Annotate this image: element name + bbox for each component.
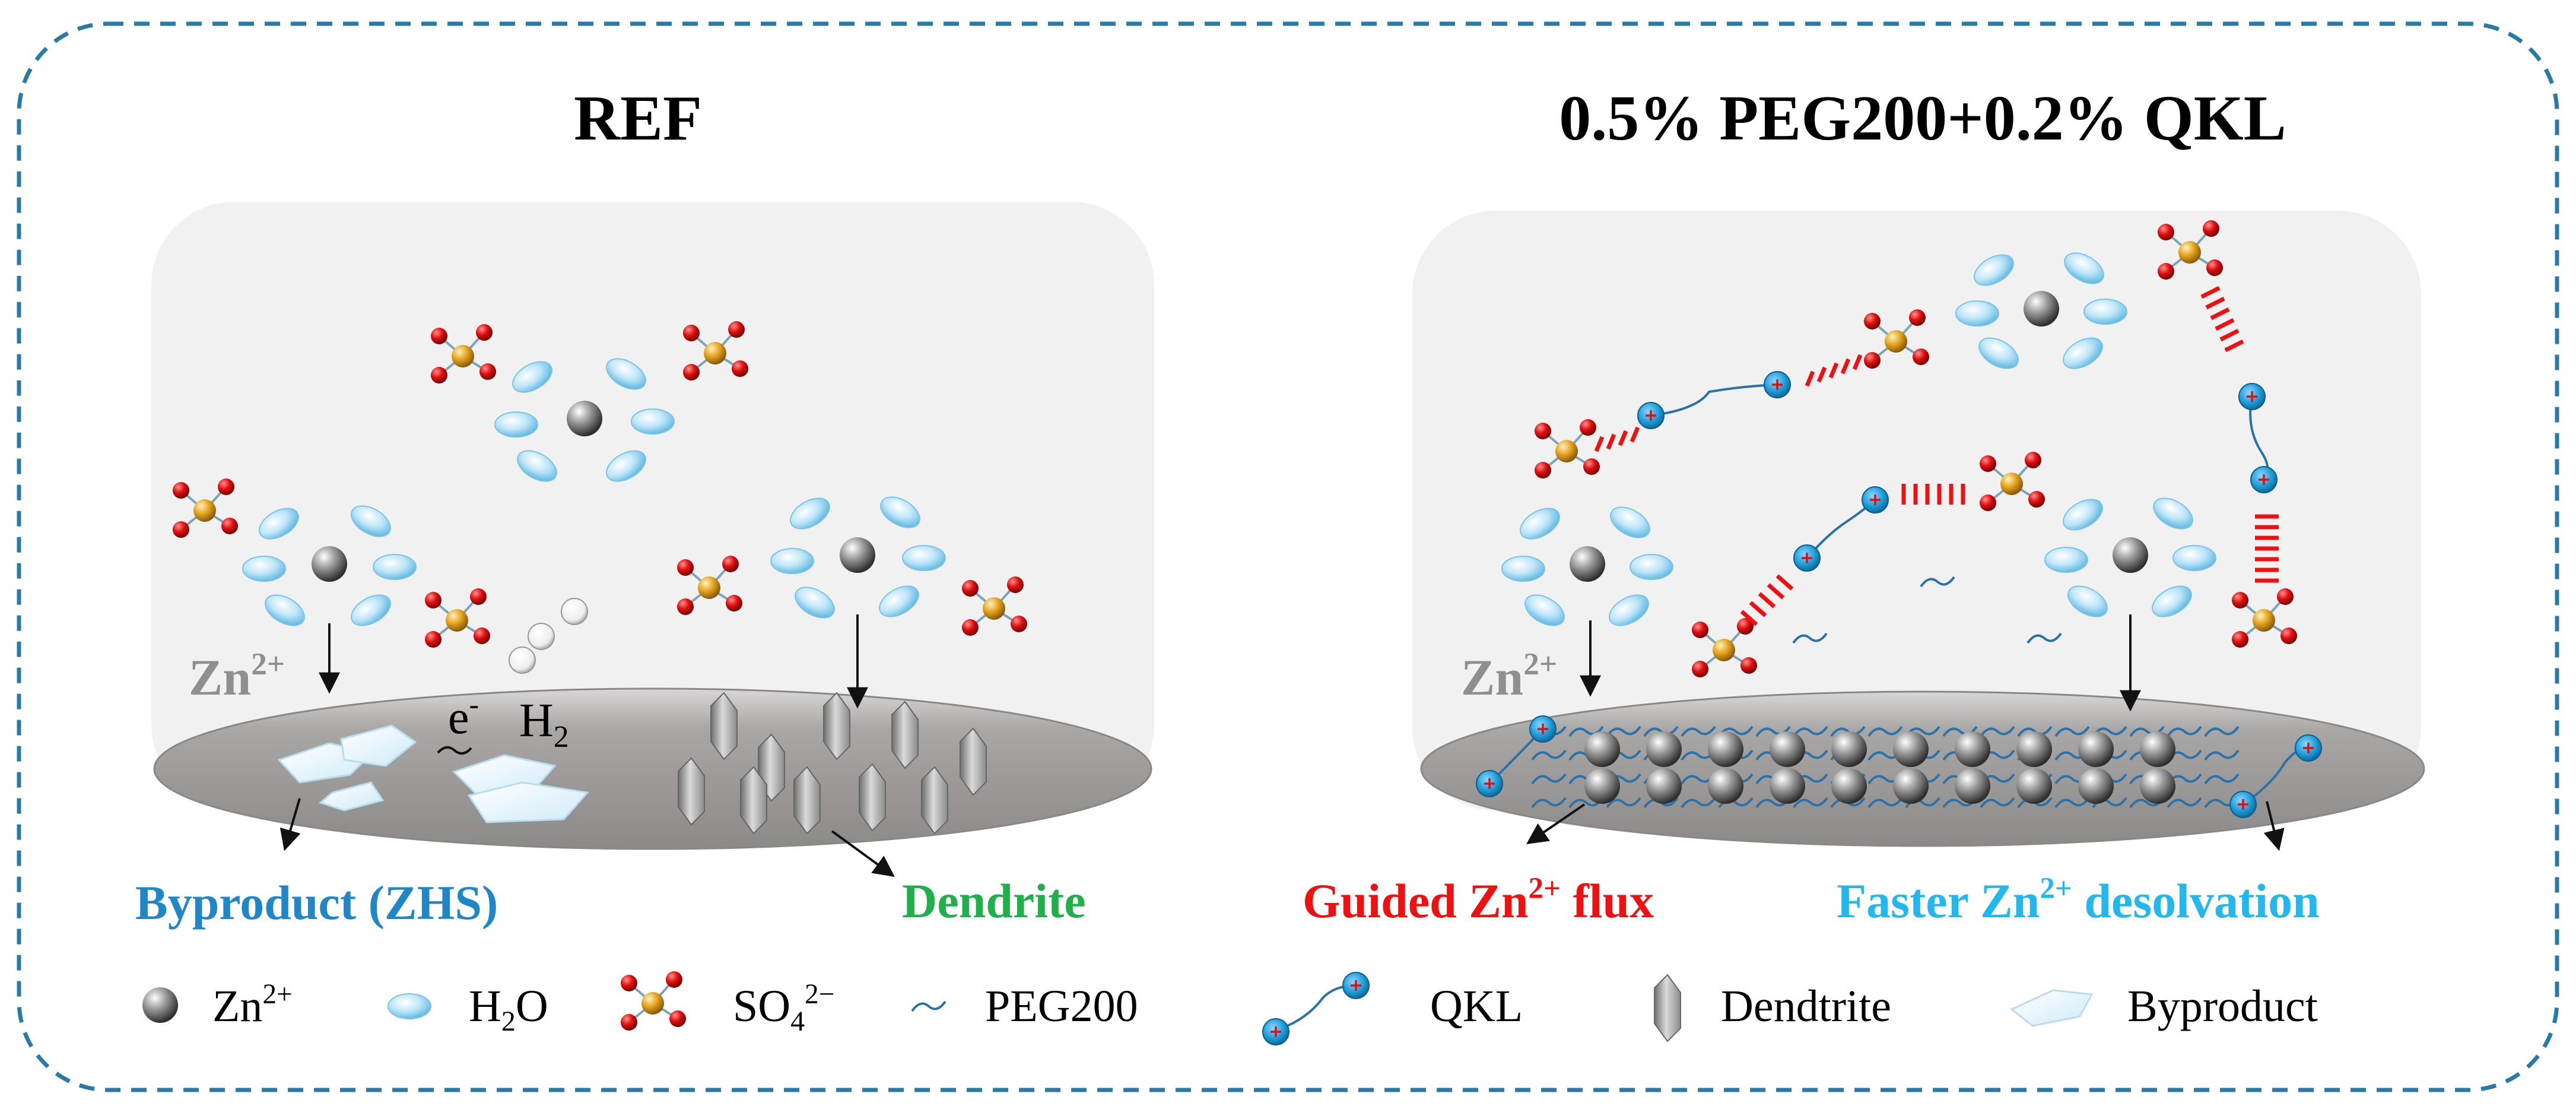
- deposited-zn-atom: [1893, 731, 1929, 767]
- right-zn-ion-label: Zn2+: [1461, 646, 1557, 706]
- deposited-zn-atom: [1770, 731, 1805, 767]
- deposited-zn-atom: [2078, 731, 2114, 767]
- electron-label: e-: [448, 688, 479, 744]
- electron-wave-icon: [437, 746, 472, 755]
- legend-dendrite-label: Dendtrite: [1721, 981, 1891, 1031]
- peg-chain-icon: [911, 1000, 946, 1012]
- deposited-zn-atom: [2140, 768, 2175, 804]
- dendrite-icon: [1654, 974, 1681, 1042]
- deposited-zn-atom: [1708, 768, 1743, 804]
- deposited-zn-atom: [1646, 768, 1682, 804]
- deposited-zn-atom: [1770, 768, 1805, 804]
- legend-zn-label: Zn2+: [212, 979, 293, 1031]
- right-panel-background: [1412, 211, 2421, 810]
- right-zn-electrode: [1420, 690, 2425, 847]
- legend-so4-label: SO42−: [733, 979, 834, 1037]
- qkl-on-electrode-right: [2229, 734, 2323, 819]
- byproduct-pointer-arrow: [279, 798, 301, 851]
- faster-desolvation-caption: Faster Zn2+ desolvation: [1837, 872, 2320, 928]
- zn-ion-icon: [142, 987, 178, 1023]
- qkl-icon: [1262, 971, 1370, 1046]
- byproduct-flakes: [277, 724, 589, 823]
- qkl-chain-right: [2200, 286, 2279, 583]
- deposited-zn-atom: [1955, 768, 1990, 804]
- legend-h2o-label: H2O: [469, 981, 548, 1037]
- deposited-zn-atom: [1831, 768, 1867, 804]
- legend-qkl-label: QKL: [1430, 981, 1523, 1031]
- right-panel-title: 0.5% PEG200+0.2% QKL: [1559, 83, 2286, 154]
- h2-bubbles: [509, 598, 588, 674]
- qkl-on-electrode-left: [1475, 715, 1557, 798]
- deposited-zn-atom: [1584, 768, 1620, 804]
- dendrite-pointer-arrow: [831, 830, 895, 877]
- h2-label: H2: [519, 695, 569, 754]
- byproduct-caption: Byproduct (ZHS): [135, 876, 498, 930]
- outer-frame: [17, 21, 2559, 1092]
- deposited-zn-atom: [1831, 731, 1867, 767]
- left-panel-title: REF: [574, 83, 702, 154]
- legend-peg-label: PEG200: [985, 981, 1138, 1031]
- deposited-zn-atom: [1708, 731, 1743, 767]
- deposited-zn-atom: [1584, 731, 1620, 767]
- left-zn-ion-label: Zn2+: [189, 646, 285, 706]
- left-panel-background: [151, 202, 1154, 807]
- desolvation-pointer-arrow: [2263, 801, 2285, 851]
- water-molecule-icon: [387, 993, 431, 1019]
- deposited-zn-atom: [1893, 768, 1929, 804]
- deposited-zn-atom: [2016, 731, 2052, 767]
- sulfate-icon: [620, 970, 687, 1032]
- guided-flux-pointer-arrow: [1526, 803, 1586, 845]
- byproduct-icon: [2010, 989, 2094, 1027]
- legend: Zn2+ H2O SO42− PEG200 QKL Dendtrite Bypr…: [142, 970, 2318, 1046]
- deposited-zn-atom: [2016, 768, 2052, 804]
- dendrite-caption: Dendrite: [902, 874, 1086, 928]
- legend-byproduct-label: Byproduct: [2127, 981, 2318, 1031]
- qkl-chain-middle: [1740, 484, 1965, 626]
- deposited-zn-atom: [1646, 731, 1682, 767]
- guided-flux-caption: Guided Zn2+ flux: [1303, 872, 1654, 928]
- qkl-chain-upper: [1594, 354, 1863, 452]
- deposited-zn-atom: [1955, 731, 1990, 767]
- deposited-zn-atom: [2140, 731, 2175, 767]
- deposited-zn-atom: [2078, 768, 2114, 804]
